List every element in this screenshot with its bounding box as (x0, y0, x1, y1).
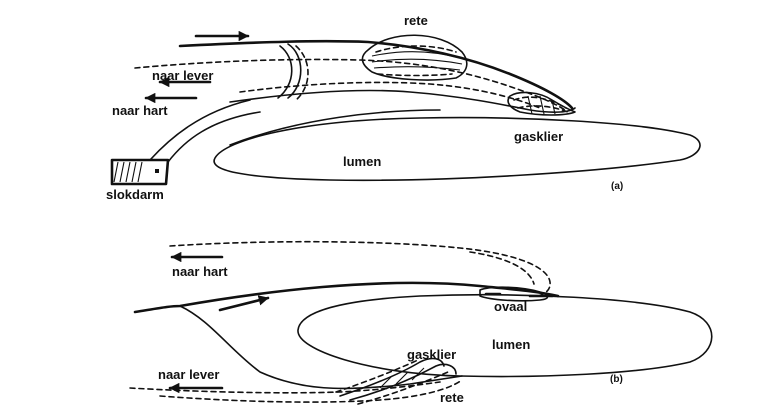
vessel-dash-b3 (159, 379, 463, 403)
panel-a: rete naar lever naar hart gasklier lumen… (106, 13, 701, 202)
vessel-upper-a (178, 39, 574, 110)
flow-arrow-in-b (218, 295, 270, 312)
label-lumen-b: lumen (492, 337, 530, 352)
vessel-dash-a2 (239, 81, 541, 109)
outer-wall-lower-b (179, 305, 463, 390)
label-oval-b: ovaal (494, 299, 527, 314)
vessel-lower-a (229, 89, 576, 113)
label-rete-a: rete (404, 13, 428, 28)
rete-a (361, 34, 468, 81)
panel-id-b: (b) (610, 374, 623, 385)
gas-gland-a (507, 91, 576, 116)
label-gas-gland-a: gasklier (514, 129, 563, 144)
label-esophagus-a: slokdarm (106, 187, 164, 202)
bladder-lumen-a (213, 116, 701, 182)
vessel-dash-b2 (129, 381, 441, 394)
label-to-liver-a: naar lever (152, 68, 213, 83)
panel-id-a: (a) (611, 181, 623, 192)
esophagus-a (110, 99, 261, 186)
vessel-dash-a1 (134, 58, 566, 111)
label-gas-gland-b: gasklier (407, 347, 456, 362)
label-rete-b: rete (440, 390, 464, 405)
oval-b (479, 286, 554, 302)
label-to-liver-b: naar lever (158, 367, 219, 382)
label-lumen-a: lumen (343, 154, 381, 169)
vessel-dash-b1 (169, 240, 551, 297)
rete-gas-gland-b (335, 357, 457, 405)
label-to-heart-a: naar hart (112, 103, 168, 118)
label-to-heart-b: naar hart (172, 264, 228, 279)
bladder-lumen-b (297, 294, 713, 378)
panel-b: naar hart ovaal lumen gasklier naar leve… (129, 240, 713, 405)
bladder-wall-a (229, 109, 441, 146)
vessel-loop-a (287, 43, 302, 99)
outer-wall-b (133, 281, 560, 314)
